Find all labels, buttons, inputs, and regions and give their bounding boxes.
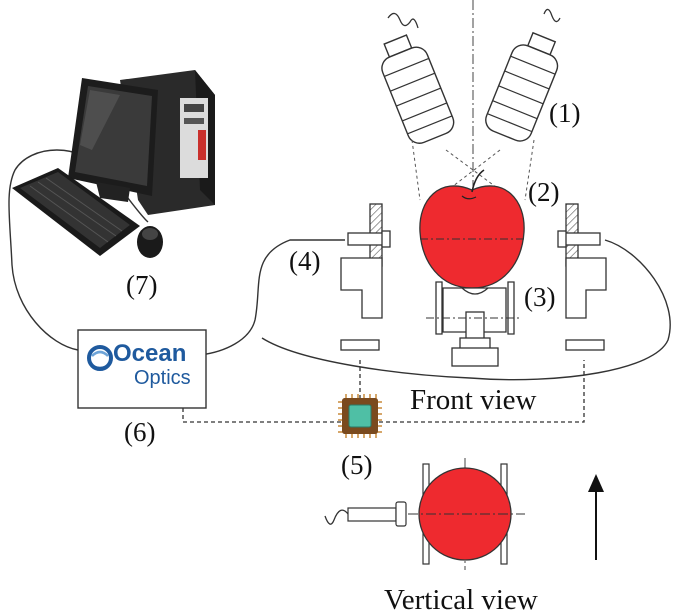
- apple-vertical-view: [324, 458, 525, 570]
- light-beams: [411, 139, 535, 201]
- logo-line1: Ocean: [113, 340, 187, 367]
- microchip-icon: [338, 394, 382, 438]
- apple-front-view: [419, 169, 525, 289]
- label-spectrometer: (6): [124, 417, 156, 447]
- halogen-lamp-right: [485, 8, 561, 142]
- desktop-computer-icon: [12, 70, 215, 258]
- label-fiber-holder: (4): [289, 246, 321, 276]
- label-lamps: (1): [549, 98, 581, 128]
- fiber-holder-left: [340, 203, 391, 351]
- apple-support-cup: [426, 281, 520, 367]
- label-sensor: (5): [341, 450, 373, 480]
- label-apple: (2): [528, 177, 560, 207]
- fiber-holder-right: [557, 203, 607, 351]
- front-view-caption: Front view: [410, 384, 537, 416]
- label-computer: (7): [126, 270, 158, 300]
- halogen-lamp-left: [381, 12, 455, 144]
- up-arrow-icon: [588, 474, 604, 560]
- logo-line2: Optics: [134, 367, 191, 389]
- ocean-optics-logo-mark: [87, 345, 113, 371]
- vertical-view-caption: Vertical view: [384, 584, 538, 616]
- sensor-wiring: [182, 360, 585, 423]
- fiber-cable-loop: [199, 239, 671, 381]
- label-support: (3): [524, 282, 556, 312]
